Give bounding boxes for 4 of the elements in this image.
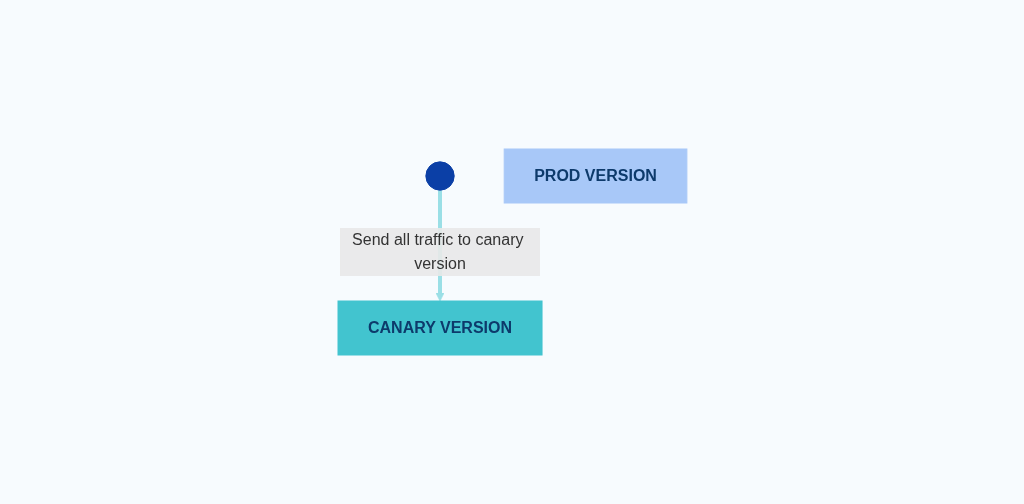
edge-label: Send all traffic to canary version xyxy=(351,231,524,272)
node-box: CANARY VERSION xyxy=(337,300,543,356)
node-box: PROD VERSION xyxy=(503,148,687,204)
node-person xyxy=(424,161,455,191)
